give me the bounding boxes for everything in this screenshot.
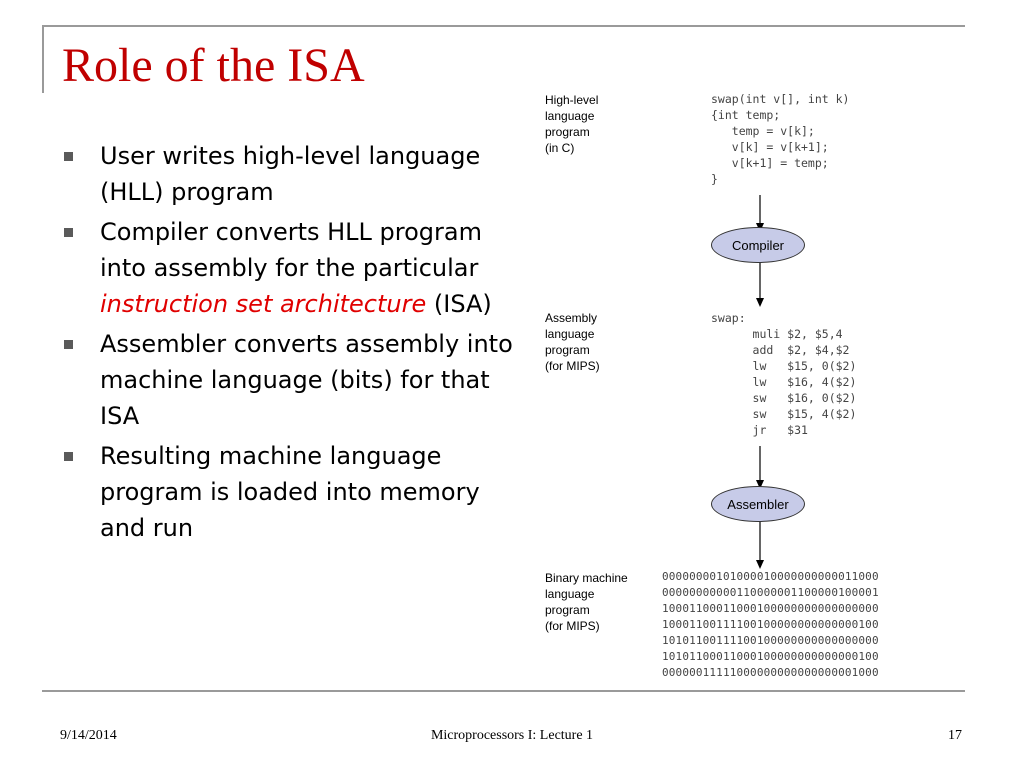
bullet-item: User writes high-level language (HLL) pr… bbox=[62, 138, 527, 210]
bullet-text: User writes high-level language (HLL) pr… bbox=[100, 142, 481, 206]
asm-code: swap: muli $2, $5,4 add $2, $4,$2 lw $15… bbox=[711, 311, 857, 437]
arrow-compiler-to-asm bbox=[756, 263, 764, 307]
hll-code: swap(int v[], int k) {int temp; temp = v… bbox=[711, 92, 850, 186]
slide-title: Role of the ISA bbox=[62, 39, 365, 92]
asm-label: Assembly language program (for MIPS) bbox=[545, 311, 600, 373]
frame-left-line bbox=[42, 25, 44, 93]
footer-date: 9/14/2014 bbox=[60, 728, 117, 743]
frame-bottom-line bbox=[42, 690, 965, 692]
bullet-item: Compiler converts HLL program into assem… bbox=[62, 214, 527, 322]
bullet-list: User writes high-level language (HLL) pr… bbox=[62, 138, 527, 550]
arrow-asm-to-assembler bbox=[756, 446, 764, 489]
bullet-item: Assembler converts assembly into machine… bbox=[62, 326, 527, 434]
bullet-text: Resulting machine language program is lo… bbox=[100, 442, 480, 542]
footer-page-number: 17 bbox=[948, 728, 962, 743]
arrow-assembler-to-binary bbox=[756, 522, 764, 569]
bullet-emphasis-text: instruction set architecture bbox=[100, 290, 427, 318]
footer-course: Microprocessors I: Lecture 1 bbox=[430, 728, 594, 743]
assembler-node: Assembler bbox=[711, 486, 805, 522]
bullet-text: Assembler converts assembly into machine… bbox=[100, 330, 513, 430]
bullet-square-icon bbox=[64, 152, 73, 161]
frame-top-line bbox=[42, 25, 965, 27]
binary-code: 00000000101000010000000000011000 0000000… bbox=[662, 570, 879, 679]
compiler-node: Compiler bbox=[711, 227, 805, 263]
bullet-text: (ISA) bbox=[426, 290, 492, 318]
bullet-item: Resulting machine language program is lo… bbox=[62, 438, 527, 546]
bullet-square-icon bbox=[64, 452, 73, 461]
bullet-square-icon bbox=[64, 228, 73, 237]
bullet-text: Compiler converts HLL program into assem… bbox=[100, 218, 482, 282]
binary-label: Binary machine language program (for MIP… bbox=[545, 571, 628, 633]
hll-label: High-level language program (in C) bbox=[545, 93, 599, 155]
bullet-square-icon bbox=[64, 340, 73, 349]
